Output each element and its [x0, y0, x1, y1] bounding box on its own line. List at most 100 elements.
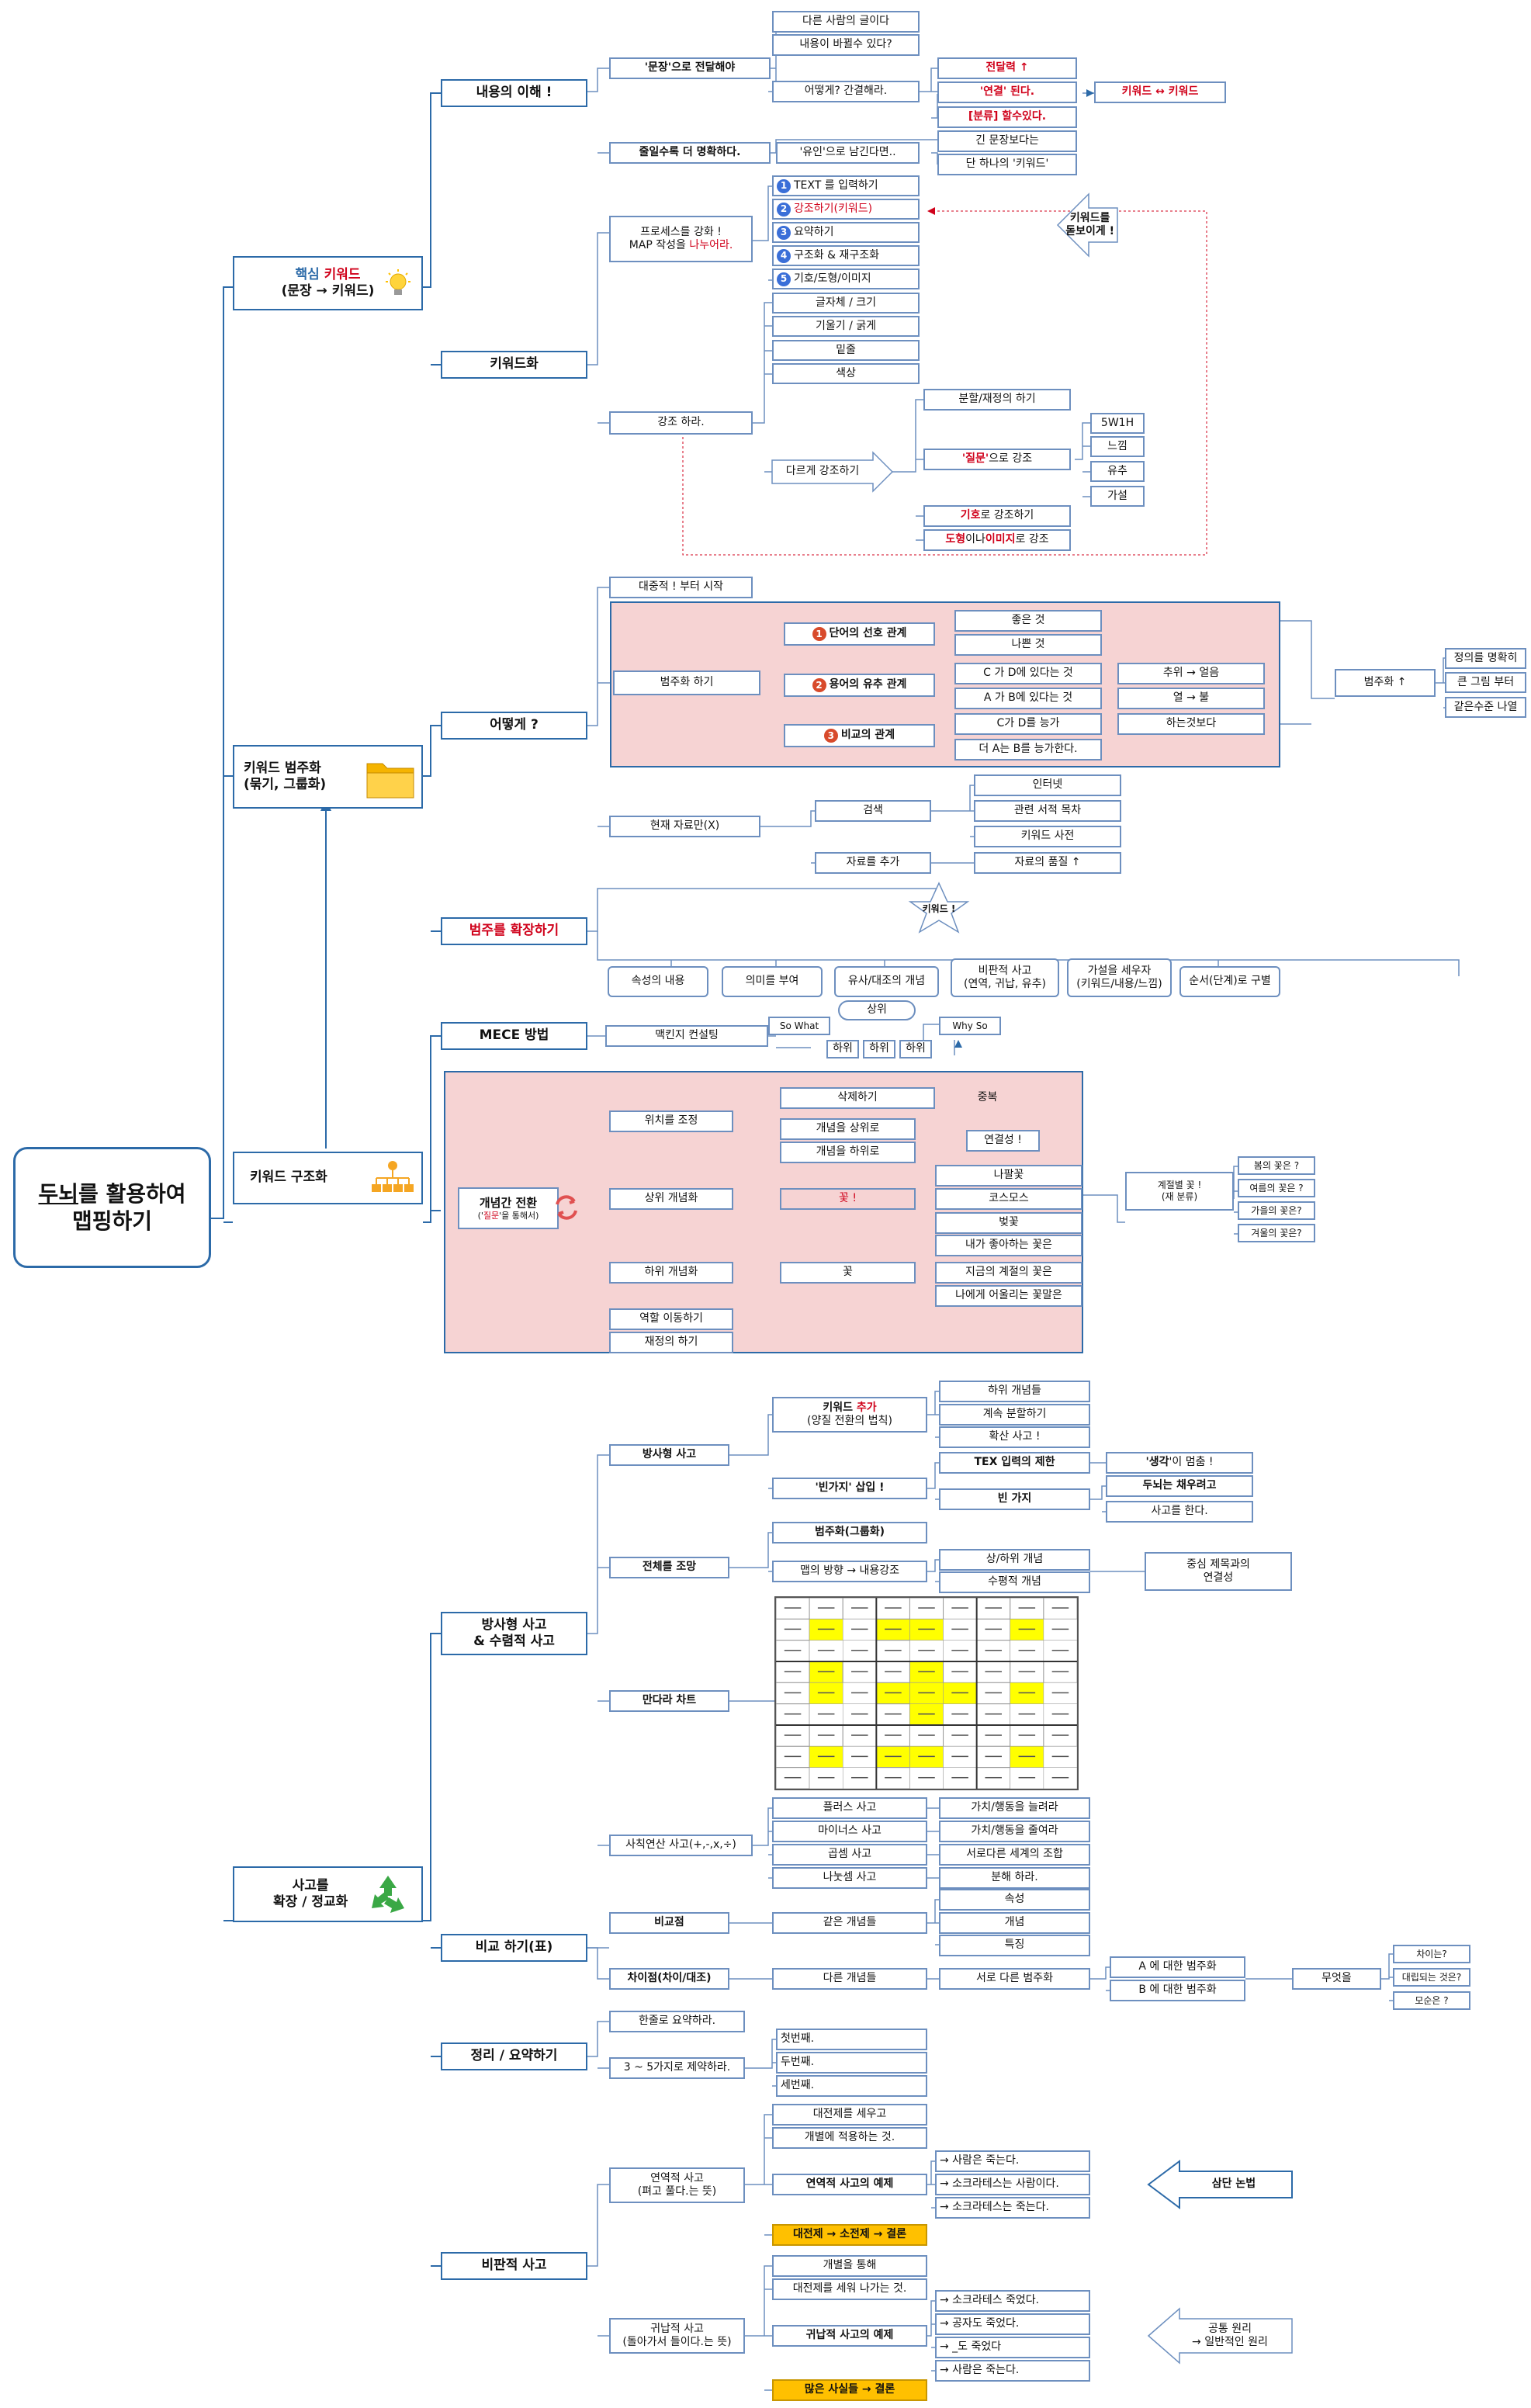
node-ded-flow[interactable]: 대전제 → 소전제 → 결론: [772, 2224, 927, 2246]
node-one-line[interactable]: 한줄로 요약하라.: [609, 2011, 745, 2032]
branch-core-keyword[interactable]: 핵심 키워드 (문장 → 키워드): [233, 256, 423, 310]
branch-expand-thinking[interactable]: 사고를 확장 / 정교화: [233, 1866, 423, 1922]
node-minus[interactable]: 마이너스 사고: [772, 1821, 927, 1842]
node-minus-d[interactable]: 가치/행동을 줄여라: [939, 1821, 1090, 1842]
node-cat-up[interactable]: 범주화 ↑: [1335, 669, 1436, 697]
node-mandala[interactable]: 만다라 차트: [609, 1690, 729, 1712]
node-upper[interactable]: 상위: [838, 1000, 916, 1020]
node-good[interactable]: 좋은 것: [954, 610, 1102, 632]
node-critical[interactable]: 비판적 사고: [441, 2252, 587, 2280]
node-through[interactable]: 개별을 통해: [772, 2255, 927, 2277]
node-dup[interactable]: 중복: [977, 1091, 998, 1104]
node-expand-cat[interactable]: 범주를 확장하기: [441, 917, 587, 945]
branch-keyword-structure[interactable]: 키워드 구조화: [233, 1152, 423, 1204]
node-i4[interactable]: → 사람은 죽는다.: [935, 2360, 1090, 2382]
node-same-concepts[interactable]: 같은 개념들: [772, 1912, 927, 1934]
node-sub-concepts[interactable]: 하위 개념들: [939, 1381, 1090, 1402]
branch-keyword-categorize[interactable]: 키워드 범주화 (묶기, 그룹화): [233, 745, 423, 809]
node-same-level[interactable]: 같은수준 나열: [1445, 697, 1526, 718]
node-redefine[interactable]: 재정의 하기: [609, 1332, 733, 1353]
node-italic[interactable]: 기울기 / 굵게: [772, 316, 920, 337]
node-horizontal[interactable]: 수평적 개념: [939, 1571, 1090, 1593]
node-winter[interactable]: 겨울의 꽃은?: [1238, 1224, 1315, 1242]
node-font[interactable]: 글자체 / 크기: [772, 293, 920, 314]
node-emphasize[interactable]: 강조 하라.: [609, 411, 753, 435]
node-kw-kw[interactable]: 키워드 ↔ 키워드: [1094, 81, 1226, 103]
node-diff-q[interactable]: 차이는?: [1393, 1945, 1470, 1963]
node-how[interactable]: 어떻게 ?: [441, 712, 587, 740]
node-keywordize[interactable]: 키워드화: [441, 351, 587, 379]
node-flower-q[interactable]: 꽃 !: [780, 1188, 916, 1210]
node-trumpet[interactable]: 나팔꽃: [935, 1165, 1082, 1187]
attr-2[interactable]: 유사/대조의 개념: [834, 966, 939, 997]
node-autumn[interactable]: 가을의 꽃은?: [1238, 1201, 1315, 1220]
node-internet[interactable]: 인터넷: [974, 774, 1121, 796]
node-lower-2[interactable]: 하위: [863, 1040, 895, 1058]
node-5w1h[interactable]: 5W1H: [1090, 413, 1145, 434]
node-so-what[interactable]: So What: [768, 1017, 830, 1035]
node-others-writing[interactable]: 다른 사람의 글이다: [772, 11, 920, 33]
node-div[interactable]: 나눗셈 사고: [772, 1867, 927, 1889]
node-ind-flow[interactable]: 많은 사실들 → 결론: [772, 2379, 927, 2401]
node-lower-1[interactable]: 하위: [826, 1040, 859, 1058]
node-mckinsey[interactable]: 맥킨지 컨설팅: [605, 1025, 768, 1047]
node-classify[interactable]: [분류] 할수있다.: [937, 106, 1077, 128]
node-a-over-b[interactable]: 더 A는 B를 능가한다.: [954, 739, 1102, 761]
node-a-in-b[interactable]: A 가 B에 있다는 것: [954, 688, 1102, 709]
node-understand[interactable]: 내용의 이해 !: [441, 79, 587, 107]
node-connectivity[interactable]: 연결성 !: [966, 1130, 1040, 1152]
node-why-so[interactable]: Why So: [939, 1017, 1001, 1035]
node-apply[interactable]: 개별에 적용하는 것.: [772, 2127, 927, 2149]
node-cat-do[interactable]: 범주화 하기: [613, 670, 760, 695]
node-ind-example[interactable]: 귀납적 사고의 예제: [772, 2325, 927, 2347]
attr-4[interactable]: 가설을 세우자 (키워드/내용/느낌): [1067, 958, 1172, 997]
node-deductive[interactable]: 연역적 사고 (펴고 풀다.는 뜻): [609, 2167, 745, 2203]
node-rad-conv[interactable]: 방사형 사고 & 수렴적 사고: [441, 1612, 587, 1655]
node-changed[interactable]: 내용이 바뀔수 있다?: [772, 34, 920, 56]
node-cold-ice[interactable]: 추위 → 얼음: [1117, 663, 1265, 684]
node-lower-concept[interactable]: 하위 개념화: [609, 1262, 733, 1284]
node-suits[interactable]: 나에게 어울리는 꽃말은: [935, 1285, 1082, 1307]
node-ded-example[interactable]: 연역적 사고의 예제: [772, 2174, 927, 2195]
node-diff-cats[interactable]: 서로 다른 범주화: [939, 1968, 1090, 1990]
node-difference[interactable]: 차이점(차이/대조): [609, 1968, 729, 1990]
node-cat-group[interactable]: 범주화(그룹화): [772, 1522, 927, 1544]
node-mult-d[interactable]: 서로다른 세계의 조합: [939, 1844, 1090, 1866]
node-feel[interactable]: 느낌: [1090, 436, 1145, 457]
node-search[interactable]: 검색: [815, 800, 931, 822]
node-to-upper[interactable]: 개념을 상위로: [780, 1118, 916, 1140]
node-split[interactable]: 분할/재정의 하기: [923, 389, 1071, 411]
node-about-b[interactable]: B 에 대한 범주화: [1110, 1980, 1245, 2001]
node-keep-split[interactable]: 계속 분할하기: [939, 1404, 1090, 1426]
node-premise[interactable]: 대전제를 세우고: [772, 2104, 927, 2126]
node-like[interactable]: 내가 좋아하는 꽃은: [935, 1235, 1082, 1256]
node-connect[interactable]: '연결' 된다.: [937, 81, 1077, 103]
node-commonality[interactable]: 비교점: [609, 1912, 729, 1934]
node-c-over-d[interactable]: C가 D를 능가: [954, 713, 1102, 735]
node-second[interactable]: 두번째.: [776, 2052, 927, 2074]
node-div-d[interactable]: 분해 하라.: [939, 1867, 1090, 1889]
node-color[interactable]: 색상: [772, 363, 920, 384]
node-current[interactable]: 현재 자료만(X): [609, 816, 760, 837]
node-mult[interactable]: 곱셈 사고: [772, 1844, 927, 1866]
attr-1[interactable]: 의미를 부여: [722, 966, 823, 997]
node-shorter[interactable]: 줄일수록 더 명확하다.: [609, 142, 771, 164]
node-brain-fill[interactable]: 두뇌는 채우려고: [1106, 1475, 1253, 1497]
node-map-dir[interactable]: 맵의 방향 → 내용강조: [772, 1561, 927, 1582]
node-compare-table[interactable]: 비교 하기(표): [441, 1934, 587, 1962]
node-three-five[interactable]: 3 ~ 5가지로 제약하라.: [609, 2057, 745, 2079]
node-inductive[interactable]: 귀납적 사고 (돌아가서 들이다.는 뜻): [609, 2318, 745, 2354]
node-bad[interactable]: 나쁜 것: [954, 634, 1102, 656]
node-season-now[interactable]: 지금의 계절의 꽃은: [935, 1262, 1082, 1284]
node-concept[interactable]: 개념: [939, 1912, 1090, 1934]
node-public[interactable]: 대중적 ! 부터 시작: [609, 577, 753, 598]
node-mece[interactable]: MECE 방법: [441, 1022, 587, 1050]
node-plus-d[interactable]: 가치/행동을 늘려라: [939, 1797, 1090, 1819]
